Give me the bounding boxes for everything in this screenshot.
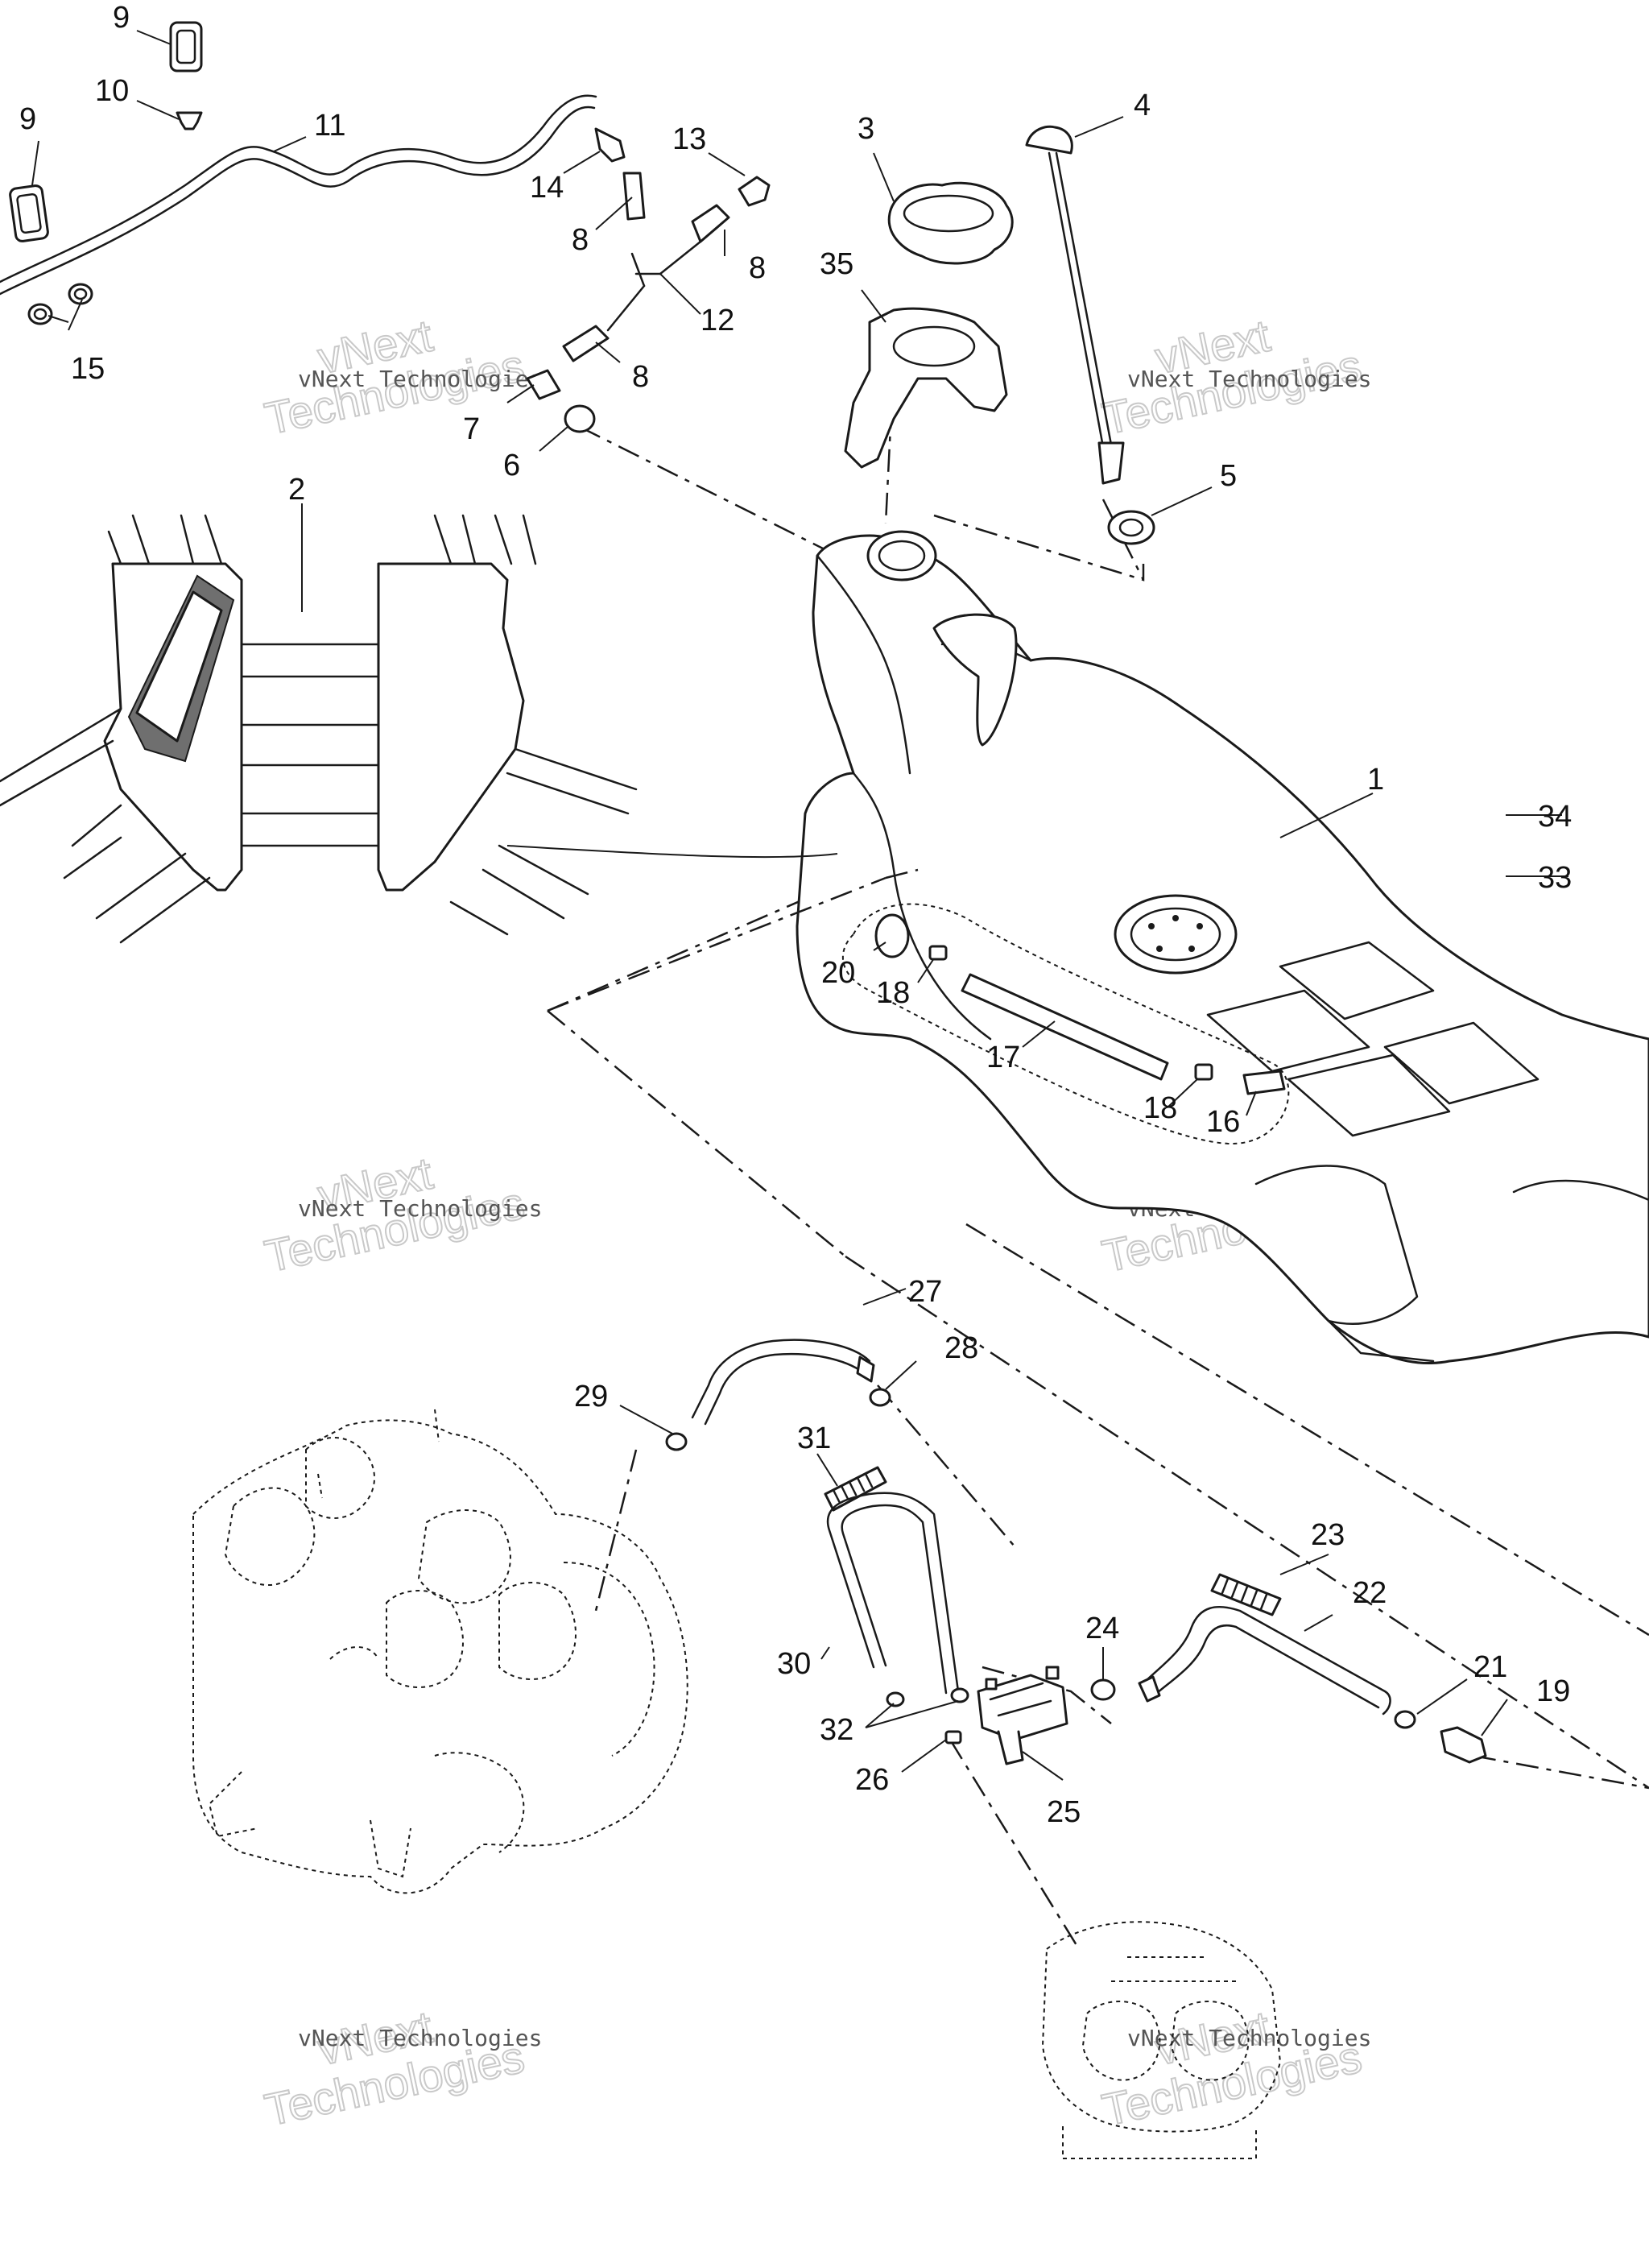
fitting-19 bbox=[1440, 1726, 1487, 1764]
fuel-tank-1 bbox=[796, 530, 1649, 1365]
callout-31: 31 bbox=[797, 1422, 831, 1455]
watermark-text: vNext Technologies bbox=[298, 366, 542, 392]
clamp-32b bbox=[950, 1687, 969, 1703]
spring-guard-23 bbox=[1210, 1573, 1282, 1616]
leader-lines bbox=[31, 30, 1568, 1781]
fuel-pump-flange bbox=[1114, 894, 1238, 975]
watermark-text: vNext Technologies bbox=[1127, 366, 1371, 392]
callout-12: 12 bbox=[701, 304, 734, 337]
watermark-bottom-left: vNext Technologies bbox=[260, 2001, 530, 2137]
filler-neck bbox=[866, 530, 937, 581]
filter-16 bbox=[1242, 1070, 1286, 1095]
callout-32: 32 bbox=[820, 1713, 853, 1747]
callout-8: 8 bbox=[632, 360, 649, 394]
callout-24: 24 bbox=[1085, 1612, 1119, 1645]
callout-21: 21 bbox=[1473, 1650, 1507, 1684]
grommet-20 bbox=[874, 913, 910, 958]
clamp-18a bbox=[928, 945, 948, 961]
callout-29: 29 bbox=[574, 1380, 608, 1413]
callout-35: 35 bbox=[820, 247, 853, 281]
tee-fitting-12 bbox=[630, 252, 662, 288]
callout-30: 30 bbox=[777, 1647, 811, 1681]
callout-1: 1 bbox=[1367, 763, 1384, 797]
clamp-28 bbox=[869, 1388, 891, 1407]
clamp-15b bbox=[68, 283, 93, 305]
callout-10: 10 bbox=[95, 74, 129, 108]
fuel-hose-17 bbox=[961, 973, 1169, 1081]
clamp-29 bbox=[665, 1432, 688, 1451]
callout-20: 20 bbox=[821, 956, 855, 990]
grommet-5 bbox=[1107, 510, 1155, 545]
callout-5: 5 bbox=[1220, 459, 1237, 493]
callout-18: 18 bbox=[876, 976, 910, 1010]
callout-15: 15 bbox=[71, 352, 105, 386]
callout-13: 13 bbox=[672, 122, 706, 156]
clamp-15a bbox=[27, 303, 53, 325]
fuel-cap-3 bbox=[887, 181, 1014, 265]
clamp-18b bbox=[1194, 1063, 1213, 1081]
callout-18: 18 bbox=[1143, 1091, 1177, 1125]
callout-9: 9 bbox=[113, 1, 130, 35]
dipstick-cap-4 bbox=[1025, 125, 1073, 155]
callout-14: 14 bbox=[530, 171, 564, 205]
watermark-text: vNext Technologies bbox=[298, 1195, 542, 1222]
elbow-7 bbox=[526, 369, 561, 400]
fitting-13 bbox=[738, 176, 771, 207]
callout-23: 23 bbox=[1311, 1518, 1345, 1552]
lower-fuel-line-group bbox=[665, 1339, 1487, 1765]
callout-22: 22 bbox=[1353, 1576, 1387, 1610]
fuel-pump-25 bbox=[977, 1666, 1068, 1765]
callout-34: 34 bbox=[1538, 800, 1572, 834]
spring-guard-31 bbox=[824, 1466, 887, 1512]
callout-3: 3 bbox=[858, 112, 874, 146]
fuel-cap-group bbox=[844, 181, 1014, 469]
callout-2: 2 bbox=[288, 473, 305, 507]
callout-27: 27 bbox=[908, 1275, 942, 1309]
callout-26: 26 bbox=[855, 1763, 889, 1797]
vent-hose-8a bbox=[622, 172, 646, 221]
push-pin-10 bbox=[176, 111, 203, 130]
clamp-21 bbox=[1394, 1710, 1416, 1729]
callout-labels: 9 10 9 11 13 14 8 8 12 8 7 6 15 2 3 4 35… bbox=[19, 1, 1572, 1829]
clamp-32a bbox=[886, 1691, 905, 1707]
callout-6: 6 bbox=[503, 449, 520, 482]
callout-8: 8 bbox=[572, 223, 589, 257]
watermark-text: vNext Technologies bbox=[1127, 2025, 1371, 2051]
callout-11: 11 bbox=[314, 109, 345, 143]
clamp-24 bbox=[1090, 1678, 1116, 1701]
retainer-clip-9b bbox=[9, 184, 49, 242]
tank-enclosure-lines bbox=[547, 868, 919, 1012]
fuel-cap-support-35 bbox=[844, 307, 1008, 469]
callout-25: 25 bbox=[1047, 1795, 1081, 1829]
callout-33: 33 bbox=[1538, 861, 1572, 895]
callout-8: 8 bbox=[749, 251, 766, 285]
vent-hose-8c bbox=[562, 325, 610, 362]
throttle-body-illustration bbox=[1041, 1921, 1282, 2159]
engine-block-illustration bbox=[192, 1409, 688, 1894]
assembly-lines bbox=[547, 362, 1649, 1950]
fitting-26 bbox=[944, 1730, 962, 1744]
callout-17: 17 bbox=[986, 1041, 1020, 1074]
tank-support-bracket-2 bbox=[0, 514, 638, 944]
retainer-clip-9 bbox=[169, 21, 203, 72]
watermark-text: vNext Technologies bbox=[298, 2025, 542, 2051]
vent-hose-8b bbox=[691, 204, 730, 243]
check-valve-14 bbox=[594, 127, 626, 163]
vent-hose-assembly bbox=[0, 21, 771, 433]
callout-28: 28 bbox=[944, 1331, 978, 1365]
watermark-bottom-right: vNext Technologies bbox=[1097, 2001, 1367, 2137]
callout-9: 9 bbox=[19, 102, 36, 136]
grommet-6 bbox=[564, 404, 596, 433]
callout-7: 7 bbox=[463, 412, 480, 446]
callout-16: 16 bbox=[1206, 1105, 1240, 1139]
callout-4: 4 bbox=[1134, 89, 1151, 122]
callout-19: 19 bbox=[1536, 1674, 1570, 1708]
dipstick-group bbox=[1025, 125, 1155, 545]
